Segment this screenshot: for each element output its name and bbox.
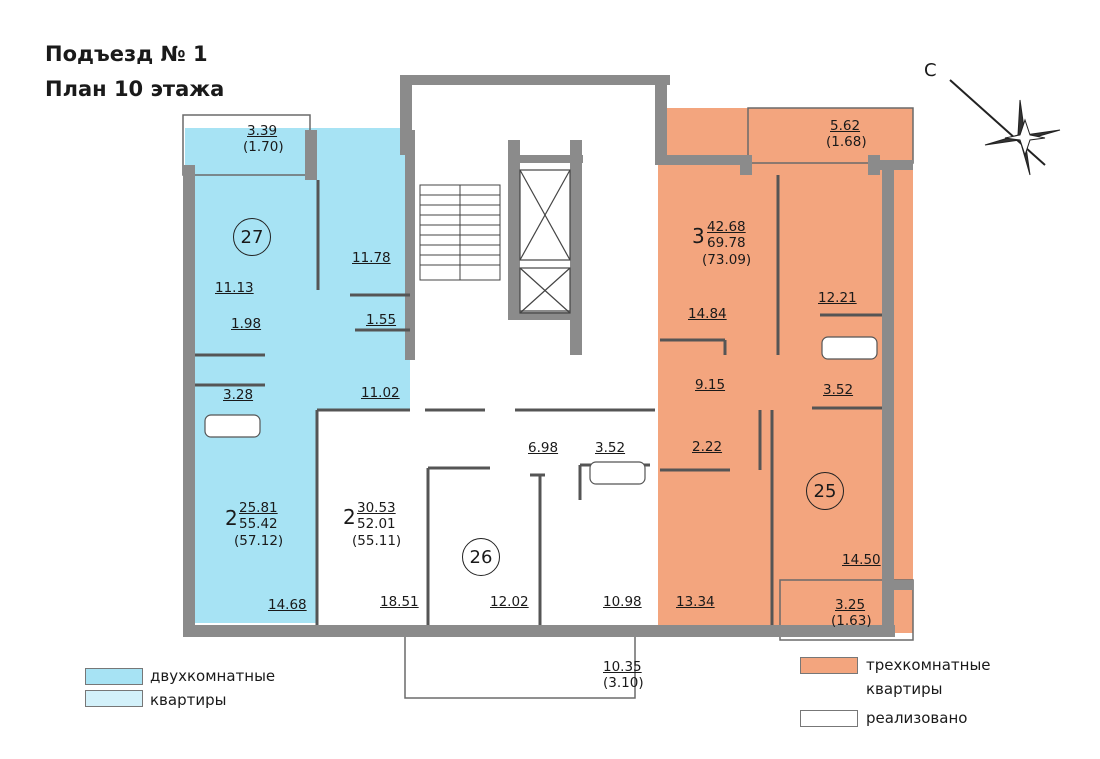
outer-walls (183, 75, 913, 637)
legend-swatch-three-room (800, 657, 858, 674)
apartment-25-total-area: 69.78 (707, 235, 746, 251)
room-area-label: 14.68 (268, 597, 307, 613)
room-area-label: 11.13 (215, 280, 254, 296)
room-area-label: 3.25 (835, 597, 866, 613)
room-area-label: 3.28 (223, 387, 254, 403)
apartment-25-badge: 25 (806, 472, 844, 510)
apartment-25-total-with-balcony: (73.09) (702, 252, 752, 268)
legend-swatch-two-room (85, 668, 143, 685)
legend-two-room-label: двухкомнатные (150, 667, 276, 685)
room-area-label: 9.15 (695, 377, 726, 393)
legend-swatch-sold (800, 710, 858, 727)
floor-title: План 10 этажа (45, 77, 225, 101)
apartment-25-rooms: 3 (692, 224, 705, 248)
room-area-label: 5.62 (830, 118, 861, 134)
staircase (419, 184, 501, 281)
room-area-label: 11.78 (352, 250, 391, 266)
legend-two-room-label-2: квартиры (150, 691, 227, 709)
apartment-27-rooms: 2 (225, 506, 238, 530)
apartment-27-total-area: 55.42 (239, 516, 278, 532)
room-area-label: 10.98 (603, 594, 642, 610)
room-area-label: 2.22 (692, 439, 723, 455)
apartment-27-living-area: 25.81 (239, 500, 278, 516)
room-area-label: 6.98 (528, 440, 559, 456)
compass-north-label: С (924, 60, 937, 81)
legend-sold-label: реализовано (866, 709, 968, 727)
apartment-26-area[interactable] (318, 410, 658, 623)
apartment-27-badge: 27 (233, 218, 271, 256)
apartment-25-area[interactable] (658, 108, 913, 633)
room-area-label: 14.50 (842, 552, 881, 568)
apartment-27-total-with-balcony: (57.12) (234, 533, 284, 549)
room-area-label: 1.98 (231, 316, 262, 332)
room-area-label: (3.10) (603, 675, 644, 691)
room-area-label: 1.55 (366, 312, 397, 328)
legend-swatch-two-room-light (85, 690, 143, 707)
legend-three-room-label-2: квартиры (866, 680, 943, 698)
room-area-label: 13.34 (676, 594, 715, 610)
room-area-label: (1.68) (826, 134, 867, 150)
apartment-26-total-with-balcony: (55.11) (352, 533, 402, 549)
room-area-label: 11.02 (361, 385, 400, 401)
compass-rose (949, 79, 1061, 176)
interior-walls (195, 175, 882, 625)
room-area-label: 3.52 (823, 382, 854, 398)
apartment-25-living-area: 42.68 (707, 219, 746, 235)
apartment-26-total-area: 52.01 (357, 516, 396, 532)
apartment-26-badge: 26 (462, 538, 500, 576)
room-area-label: 10.35 (603, 659, 642, 675)
legend-three-room-label: трехкомнатные (866, 656, 991, 674)
room-area-label: 12.21 (818, 290, 857, 306)
apartment-26-living-area: 30.53 (357, 500, 396, 516)
room-area-label: 18.51 (380, 594, 419, 610)
room-area-label: 12.02 (490, 594, 529, 610)
entrance-title: Подъезд № 1 (45, 42, 208, 66)
room-area-label: 3.39 (247, 123, 278, 139)
room-area-label: 14.84 (688, 306, 727, 322)
room-area-label: 3.52 (595, 440, 626, 456)
elevator-shafts (519, 169, 571, 314)
room-area-label: (1.70) (243, 139, 284, 155)
apartment-26-rooms: 2 (343, 505, 356, 529)
bathtubs (204, 336, 878, 485)
room-area-label: (1.63) (831, 613, 872, 629)
